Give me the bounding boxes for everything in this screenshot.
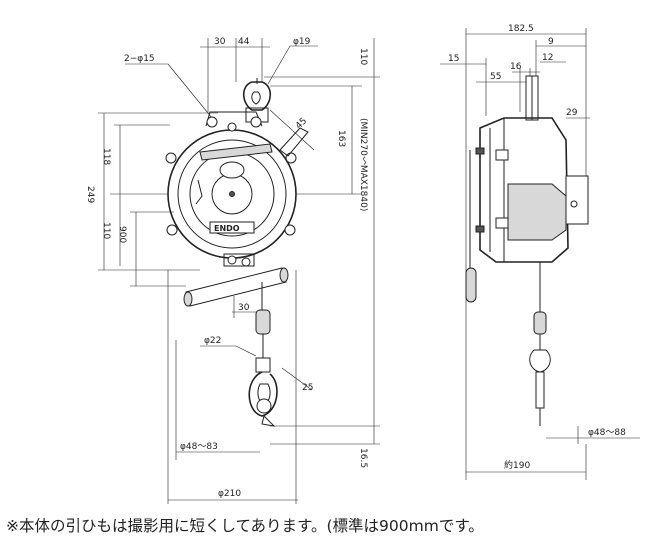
dim-45: 45: [294, 116, 309, 131]
front-view: 30 44 φ19 2−φ15: [85, 37, 380, 504]
brand-mark: ENDO: [214, 224, 240, 233]
technical-drawing: 30 44 φ19 2−φ15: [85, 24, 640, 504]
dim-30-mid: 30: [238, 303, 250, 313]
dim-110-left: 110: [101, 222, 111, 239]
dim-phi210: φ210: [218, 489, 241, 499]
dim-182-5: 182.5: [508, 24, 534, 34]
dim-phi19: φ19: [293, 37, 311, 47]
dim-44-top: 44: [238, 37, 250, 47]
dim-12: 12: [542, 53, 553, 63]
dim-55: 55: [490, 72, 501, 82]
dim-9: 9: [548, 37, 554, 47]
dim-phi22: φ22: [204, 336, 221, 346]
dim-16: 16: [510, 62, 522, 72]
dim-900: 900: [117, 226, 127, 243]
dim-2phi15: 2−φ15: [124, 54, 155, 64]
dim-15: 15: [448, 54, 459, 64]
caption-note: ※本体の引ひもは撮影用に短くしてあります。(標準は900mmです。: [6, 517, 484, 535]
dim-163: 163: [336, 130, 346, 147]
dim-25: 25: [302, 383, 313, 393]
dim-phi48-83: φ48〜83: [180, 442, 218, 452]
dim-29: 29: [566, 108, 578, 118]
dim-249: 249: [85, 186, 95, 203]
dim-16-5: 16.5: [358, 448, 368, 468]
dim-190: 約190: [504, 459, 530, 471]
dim-118: 118: [101, 148, 111, 165]
dim-phi48-88: φ48〜88: [588, 428, 626, 438]
dim-range: (MIN270〜MAX1840): [358, 118, 368, 211]
side-view: 182.5 9 15 55 16 12 29: [440, 24, 640, 480]
dim-110-top: 110: [358, 48, 368, 65]
dim-30-top: 30: [214, 37, 226, 47]
